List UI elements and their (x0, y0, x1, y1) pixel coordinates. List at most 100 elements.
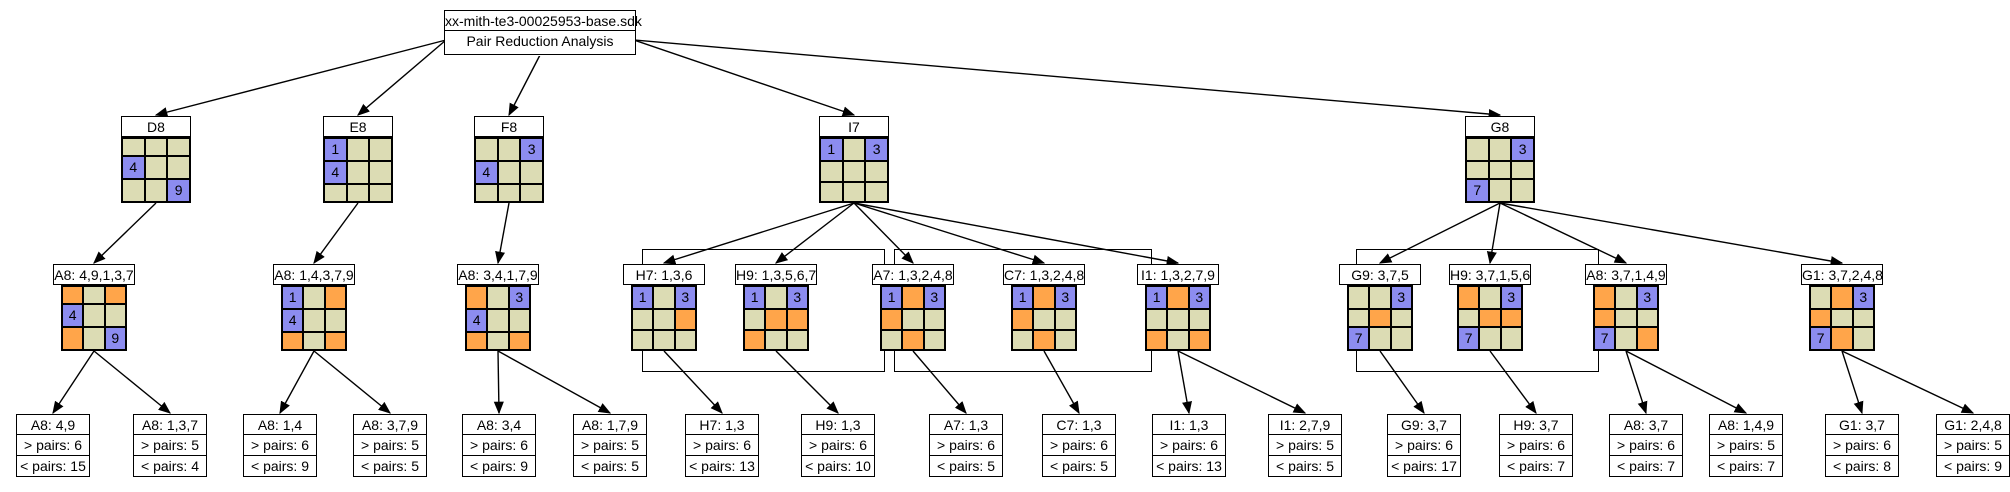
pattern-i1_13279-cell-5 (1167, 309, 1189, 330)
pattern-h7_136-cell-1: 1 (632, 286, 654, 309)
pattern-h9_13567-cell-8 (765, 329, 787, 350)
result-node-r12: I1: 2,7,9> pairs: 5< pairs: 5 (1268, 414, 1342, 477)
edge-i7-to-c7_13248 (853, 202, 1046, 265)
result-lt-pairs-r1: < pairs: 15 (16, 456, 90, 477)
result-label-r16: A8: 1,4,9 (1709, 414, 1783, 435)
result-lt-pairs-r18: < pairs: 9 (1936, 456, 2010, 477)
pattern-h7_136-cell-5 (653, 309, 675, 330)
edge-a8_37149-to-r15 (1625, 350, 1648, 415)
result-gt-pairs-r10: > pairs: 6 (1042, 435, 1116, 456)
cell-d8-cell-8 (144, 179, 168, 202)
cell-e8-cell-2 (346, 138, 370, 161)
pattern-c7_13248-cell-9 (1054, 329, 1076, 350)
pattern-label-a8_49137: A8: 4,9,1,3,7 (53, 264, 135, 285)
cell-f8-cell-7 (475, 184, 498, 202)
cell-g8-cell-8 (1488, 179, 1512, 202)
result-gt-pairs-r13: > pairs: 6 (1387, 435, 1461, 456)
pattern-h9_13567-cell-2 (765, 286, 787, 309)
result-label-r14: H9: 3,7 (1499, 414, 1573, 435)
pattern-h9_37156-cell-7: 7 (1458, 327, 1480, 350)
edge-a8_34179-to-r5 (493, 350, 504, 415)
pattern-a8_37149-cell-4 (1594, 309, 1616, 327)
cell-d8-cell-4: 4 (122, 156, 145, 179)
pattern-a7_13248-cell-6 (923, 309, 945, 330)
pattern-a8_49137-cell-2 (83, 286, 105, 304)
result-node-r1: A8: 4,9> pairs: 6< pairs: 15 (16, 414, 90, 477)
result-gt-pairs-r3: > pairs: 6 (243, 435, 317, 456)
pattern-c7_13248-cell-4 (1012, 309, 1034, 330)
edge-c7_13248-to-r10 (1043, 350, 1080, 415)
edge-root-to-f8 (508, 54, 541, 117)
root-subtitle: Pair Reduction Analysis (444, 31, 636, 55)
edge-root-to-i7 (633, 39, 856, 117)
pattern-a8_34179-cell-3: 3 (508, 286, 530, 309)
pattern-a8_34179-cell-9 (508, 332, 530, 350)
pattern-g9_375-cell-6 (1390, 309, 1412, 327)
pattern-i1_13279-cell-4 (1146, 309, 1168, 330)
edge-g8-to-g1_37248 (1499, 202, 1844, 267)
result-lt-pairs-r8: < pairs: 10 (801, 456, 875, 477)
cell-e8-cell-6 (369, 161, 392, 184)
edge-g8-to-a8_37149 (1499, 202, 1628, 264)
pattern-g1_37248-cell-1 (1810, 286, 1832, 309)
root-filename: xx-mith-te3-00025953-base.sdk (444, 10, 642, 31)
cell-label-e8: E8 (323, 116, 393, 137)
pattern-g1_37248-cell-9 (1852, 327, 1874, 350)
result-gt-pairs-r12: > pairs: 5 (1268, 435, 1342, 456)
edge-g1_37248-to-r18 (1841, 350, 1975, 414)
pattern-a8_49137-cell-3 (104, 286, 126, 304)
pattern-a8_34179-cell-7 (466, 332, 488, 350)
pattern-g9_375-cell-3: 3 (1390, 286, 1412, 309)
edge-a8_14379-to-r3 (279, 350, 315, 415)
pattern-h9_13567-cell-6 (786, 309, 808, 330)
pattern-a8_14379-cell-5 (303, 309, 325, 332)
pattern-a8_34179-cell-5 (487, 309, 509, 332)
pattern-a8_37149-cell-7: 7 (1594, 327, 1616, 350)
pattern-label-a8_34179: A8: 3,4,1,7,9 (457, 264, 539, 285)
cell-label-i7: I7 (819, 116, 889, 137)
pattern-h9_13567-cell-4 (744, 309, 766, 330)
edge-h7_136-to-r7 (663, 350, 723, 414)
pattern-a8_14379-cell-7 (282, 332, 304, 350)
pattern-label-h7_136: H7: 1,3,6 (623, 264, 705, 285)
result-label-r5: A8: 3,4 (462, 414, 536, 435)
result-node-r5: A8: 3,4> pairs: 6< pairs: 9 (462, 414, 536, 477)
cell-i7-cell-5 (842, 161, 866, 182)
cell-d8-cell-2 (144, 138, 168, 156)
edge-a8_14379-to-r4 (313, 350, 391, 414)
result-node-r9: A7: 1,3> pairs: 6< pairs: 5 (929, 414, 1003, 477)
pattern-label-i1_13279: I1: 1,3,2,7,9 (1137, 264, 1219, 285)
result-node-r7: H7: 1,3> pairs: 6< pairs: 13 (685, 414, 759, 477)
pattern-c7_13248-cell-1: 1 (1012, 286, 1034, 309)
result-lt-pairs-r2: < pairs: 4 (133, 456, 207, 477)
pattern-g9_375-cell-2 (1369, 286, 1391, 309)
edge-g8-to-g9_375 (1378, 202, 1501, 264)
pattern-label-a7_13248: A7: 1,3,2,4,8 (872, 264, 954, 285)
cell-i7-cell-1: 1 (820, 138, 843, 161)
edge-a7_13248-to-r9 (912, 350, 967, 414)
edge-h9_37156-to-r14 (1489, 350, 1537, 415)
edge-d8-to-a8_49137 (93, 202, 157, 264)
pattern-a8_37149-cell-9 (1636, 327, 1658, 350)
pattern-c7_13248-cell-2 (1033, 286, 1055, 309)
pattern-a8_49137-cell-9: 9 (104, 327, 126, 350)
result-label-r3: A8: 1,4 (243, 414, 317, 435)
result-lt-pairs-r3: < pairs: 9 (243, 456, 317, 477)
cell-label-f8: F8 (474, 116, 544, 137)
result-label-r7: H7: 1,3 (685, 414, 759, 435)
pattern-a8_49137-cell-4: 4 (62, 304, 84, 327)
pattern-i1_13279-cell-9 (1188, 329, 1210, 350)
